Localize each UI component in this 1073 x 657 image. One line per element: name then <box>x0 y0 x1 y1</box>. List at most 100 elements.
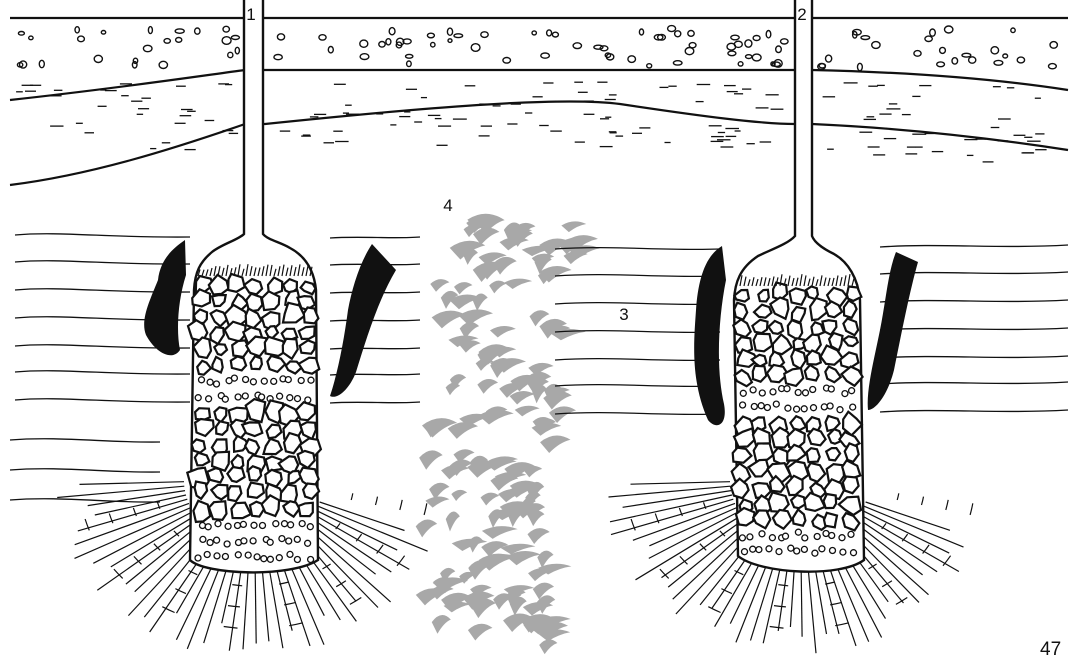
rock <box>248 483 264 498</box>
rock <box>753 366 767 382</box>
bedding-line-left <box>15 399 190 402</box>
gravel <box>830 548 836 554</box>
gravel <box>764 405 770 411</box>
gravel <box>250 379 256 385</box>
pebble <box>673 61 682 65</box>
pebble <box>18 32 24 36</box>
gravel <box>784 386 790 392</box>
gravel <box>776 549 782 555</box>
rock <box>192 439 206 452</box>
pebble <box>738 62 743 66</box>
pebble <box>360 54 369 60</box>
bedding-line-left <box>15 371 190 374</box>
pebble <box>176 38 182 43</box>
concentric-arc <box>228 606 240 607</box>
pebble <box>781 39 789 44</box>
gravel <box>739 535 745 541</box>
gravel <box>243 377 249 383</box>
zone-mark <box>498 489 525 502</box>
gravel <box>276 555 282 561</box>
gravel <box>207 540 213 546</box>
zone-label: 4 <box>443 196 452 215</box>
bedding-line-lower <box>10 469 160 472</box>
gravel <box>750 387 756 393</box>
gravel <box>215 521 221 527</box>
gravel <box>245 552 251 558</box>
gravel <box>756 547 762 553</box>
pebble <box>552 32 558 37</box>
gravel <box>849 388 855 394</box>
pebble <box>447 28 452 35</box>
gravel <box>740 390 746 396</box>
gravel <box>298 378 304 384</box>
rock <box>195 408 210 420</box>
gravel <box>267 539 273 545</box>
gravel <box>294 536 300 542</box>
zone-mark <box>540 436 570 454</box>
radial-crack <box>662 519 745 578</box>
pebble <box>228 52 233 57</box>
gravel <box>287 551 293 557</box>
radial-crack <box>93 511 193 563</box>
gravel <box>231 375 237 381</box>
gravel <box>837 407 843 413</box>
gravel <box>235 523 241 529</box>
gravel <box>801 406 807 412</box>
zone-mark <box>561 221 586 232</box>
pebble <box>1003 54 1008 58</box>
figure-number: 47 <box>1040 639 1061 657</box>
concentric-arc <box>770 627 784 629</box>
gravel <box>271 378 277 384</box>
gravel <box>783 533 789 539</box>
gravel <box>277 393 283 399</box>
radial-crack <box>318 506 428 551</box>
concentric-arc <box>778 585 788 586</box>
gravel <box>254 554 260 560</box>
pebble <box>406 54 413 58</box>
pebble <box>386 39 391 45</box>
pebble <box>914 51 921 57</box>
rock <box>227 467 244 482</box>
pebble <box>752 54 761 61</box>
gravel <box>812 550 818 556</box>
zone-mark <box>432 311 466 329</box>
bedding-line-mid <box>330 237 420 238</box>
gravel <box>305 540 311 546</box>
zone-4-gray-pattern <box>416 214 600 654</box>
rock <box>791 349 805 368</box>
pebble <box>231 36 239 40</box>
gravel <box>810 387 816 393</box>
gravel <box>308 377 314 383</box>
radial-crack <box>313 514 409 569</box>
pebble <box>39 60 44 67</box>
bedding-line-mid2 <box>555 275 720 277</box>
gravel <box>294 557 300 563</box>
pebble <box>1017 57 1024 63</box>
concentric-arc <box>224 627 238 629</box>
pebble <box>826 55 832 62</box>
pebble <box>175 29 184 33</box>
concentric-arc <box>946 500 948 510</box>
gravel <box>299 521 305 527</box>
pebble <box>1049 64 1057 69</box>
rock <box>231 357 246 371</box>
bedding-line-mid <box>330 320 420 321</box>
gravel <box>840 549 846 555</box>
zone-mark <box>432 615 451 634</box>
bedding-line-right <box>880 410 1068 412</box>
bedding-line-lower <box>10 439 160 442</box>
pebble <box>431 42 435 47</box>
gravel <box>814 534 820 540</box>
gravel <box>287 395 293 401</box>
zone-mark <box>499 237 528 250</box>
gravel <box>288 522 294 528</box>
gravel <box>828 386 834 392</box>
pebble <box>861 36 870 40</box>
gravel <box>286 538 292 544</box>
pebble <box>940 47 946 53</box>
pebble <box>962 53 971 57</box>
concentric-arc <box>774 606 786 607</box>
gravel <box>222 396 228 402</box>
gravel <box>282 521 288 527</box>
pebble <box>639 29 643 35</box>
